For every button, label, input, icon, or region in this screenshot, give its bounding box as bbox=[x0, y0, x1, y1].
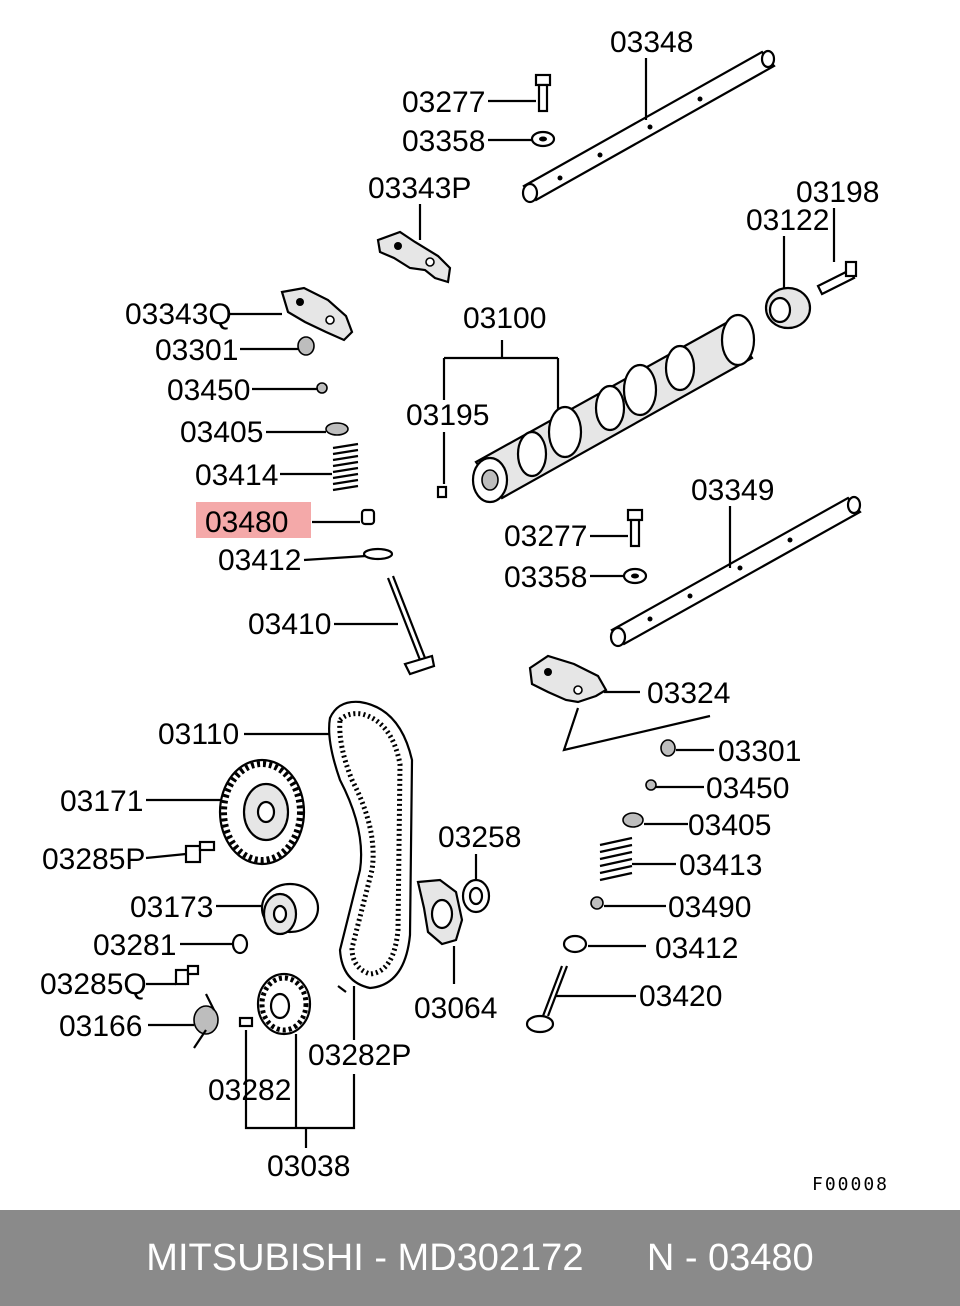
parts-diagram: 03348 03277 03358 03343P 03198 03122 033… bbox=[40, 26, 889, 1195]
label-03348: 03348 bbox=[610, 26, 693, 59]
cam-bearing-cap bbox=[764, 286, 812, 330]
label-03195: 03195 bbox=[406, 399, 489, 432]
label-03122: 03122 bbox=[746, 204, 829, 237]
label-03100: 03100 bbox=[463, 302, 546, 335]
label-03173: 03173 bbox=[130, 891, 213, 924]
crank-sprocket bbox=[256, 972, 312, 1036]
footer-bar: MITSUBISHI - MD302172 N - 03480 bbox=[0, 1210, 960, 1306]
lower-valve-parts bbox=[525, 739, 676, 1034]
footer-ref: N - 03480 bbox=[646, 1236, 814, 1279]
rocker-arm-p bbox=[376, 230, 452, 284]
label-03405-upper: 03405 bbox=[180, 416, 263, 449]
label-03414: 03414 bbox=[195, 459, 278, 492]
label-03410: 03410 bbox=[248, 608, 331, 641]
cam-sprocket bbox=[218, 758, 306, 866]
label-03110: 03110 bbox=[158, 718, 239, 751]
cam-pin bbox=[436, 485, 448, 499]
label-03277-lower: 03277 bbox=[504, 520, 587, 553]
label-03405-lower: 03405 bbox=[688, 809, 771, 842]
adjuster-screw-upper bbox=[297, 336, 315, 356]
timing-belt bbox=[328, 700, 414, 990]
sprocket-bolt bbox=[184, 840, 216, 864]
label-03480: 03480 bbox=[205, 506, 288, 539]
label-03413: 03413 bbox=[679, 849, 762, 882]
label-03450-lower: 03450 bbox=[706, 772, 789, 805]
label-03301-lower: 03301 bbox=[718, 735, 801, 768]
label-03412-lower: 03412 bbox=[655, 932, 738, 965]
nut-lower bbox=[622, 567, 648, 585]
camshaft bbox=[471, 313, 756, 504]
label-03064: 03064 bbox=[414, 992, 497, 1025]
valve-stem-seal bbox=[360, 508, 376, 526]
valve-intake bbox=[386, 575, 436, 676]
oil-seal bbox=[461, 878, 491, 914]
label-03258: 03258 bbox=[438, 821, 521, 854]
washer-upper bbox=[362, 547, 394, 561]
rocker-arm-lower bbox=[528, 654, 608, 704]
label-03166: 03166 bbox=[59, 1010, 142, 1043]
label-03343p: 03343P bbox=[368, 172, 471, 205]
retainer-upper bbox=[325, 422, 349, 436]
rocker-shaft-lower bbox=[609, 495, 862, 648]
bolt-upper bbox=[534, 73, 552, 113]
tensioner-pulley bbox=[260, 882, 320, 936]
tensioner-bolt bbox=[174, 964, 200, 986]
footer-separator: - bbox=[363, 1236, 398, 1279]
tensioner-washer bbox=[231, 933, 249, 955]
label-03038: 03038 bbox=[267, 1150, 350, 1183]
leader-lines bbox=[145, 58, 836, 1148]
label-03324: 03324 bbox=[647, 677, 730, 710]
cap-bolt bbox=[816, 260, 858, 296]
label-03281: 03281 bbox=[93, 929, 176, 962]
label-03349: 03349 bbox=[691, 474, 774, 507]
label-03420: 03420 bbox=[639, 980, 722, 1013]
label-03301-upper: 03301 bbox=[155, 334, 238, 367]
callout-labels: 03348 03277 03358 03343P 03198 03122 033… bbox=[40, 26, 889, 1195]
footer-part-number: MD302172 bbox=[397, 1236, 584, 1279]
label-03198: 03198 bbox=[796, 176, 879, 209]
label-03343q: 03343Q bbox=[125, 298, 232, 331]
small-nut-upper bbox=[316, 382, 328, 394]
footer-brand: MITSUBISHI bbox=[146, 1236, 364, 1279]
label-03490: 03490 bbox=[668, 891, 751, 924]
label-03285q: 03285Q bbox=[40, 968, 147, 1001]
valve-spring-upper bbox=[332, 442, 359, 492]
label-03282: 03282 bbox=[208, 1074, 291, 1107]
belt-flange bbox=[416, 878, 464, 946]
tensioner-spring bbox=[193, 993, 219, 1049]
rocker-shaft-upper bbox=[521, 49, 776, 204]
keys bbox=[238, 985, 347, 1028]
label-03285p: 03285P bbox=[42, 843, 145, 876]
label-03358-lower: 03358 bbox=[504, 561, 587, 594]
label-03358-upper: 03358 bbox=[402, 125, 485, 158]
figure-code: F00008 bbox=[812, 1174, 889, 1195]
footer-gap bbox=[583, 1237, 646, 1280]
rocker-arm-q bbox=[280, 286, 354, 342]
label-03277-upper: 03277 bbox=[402, 86, 485, 119]
highlight-box bbox=[196, 502, 311, 538]
label-03282p: 03282P bbox=[308, 1039, 411, 1072]
nut-upper bbox=[530, 130, 556, 148]
bolt-lower bbox=[626, 508, 644, 548]
label-03450-upper: 03450 bbox=[167, 374, 250, 407]
label-03171: 03171 bbox=[60, 785, 143, 818]
label-03412-upper: 03412 bbox=[218, 544, 301, 577]
